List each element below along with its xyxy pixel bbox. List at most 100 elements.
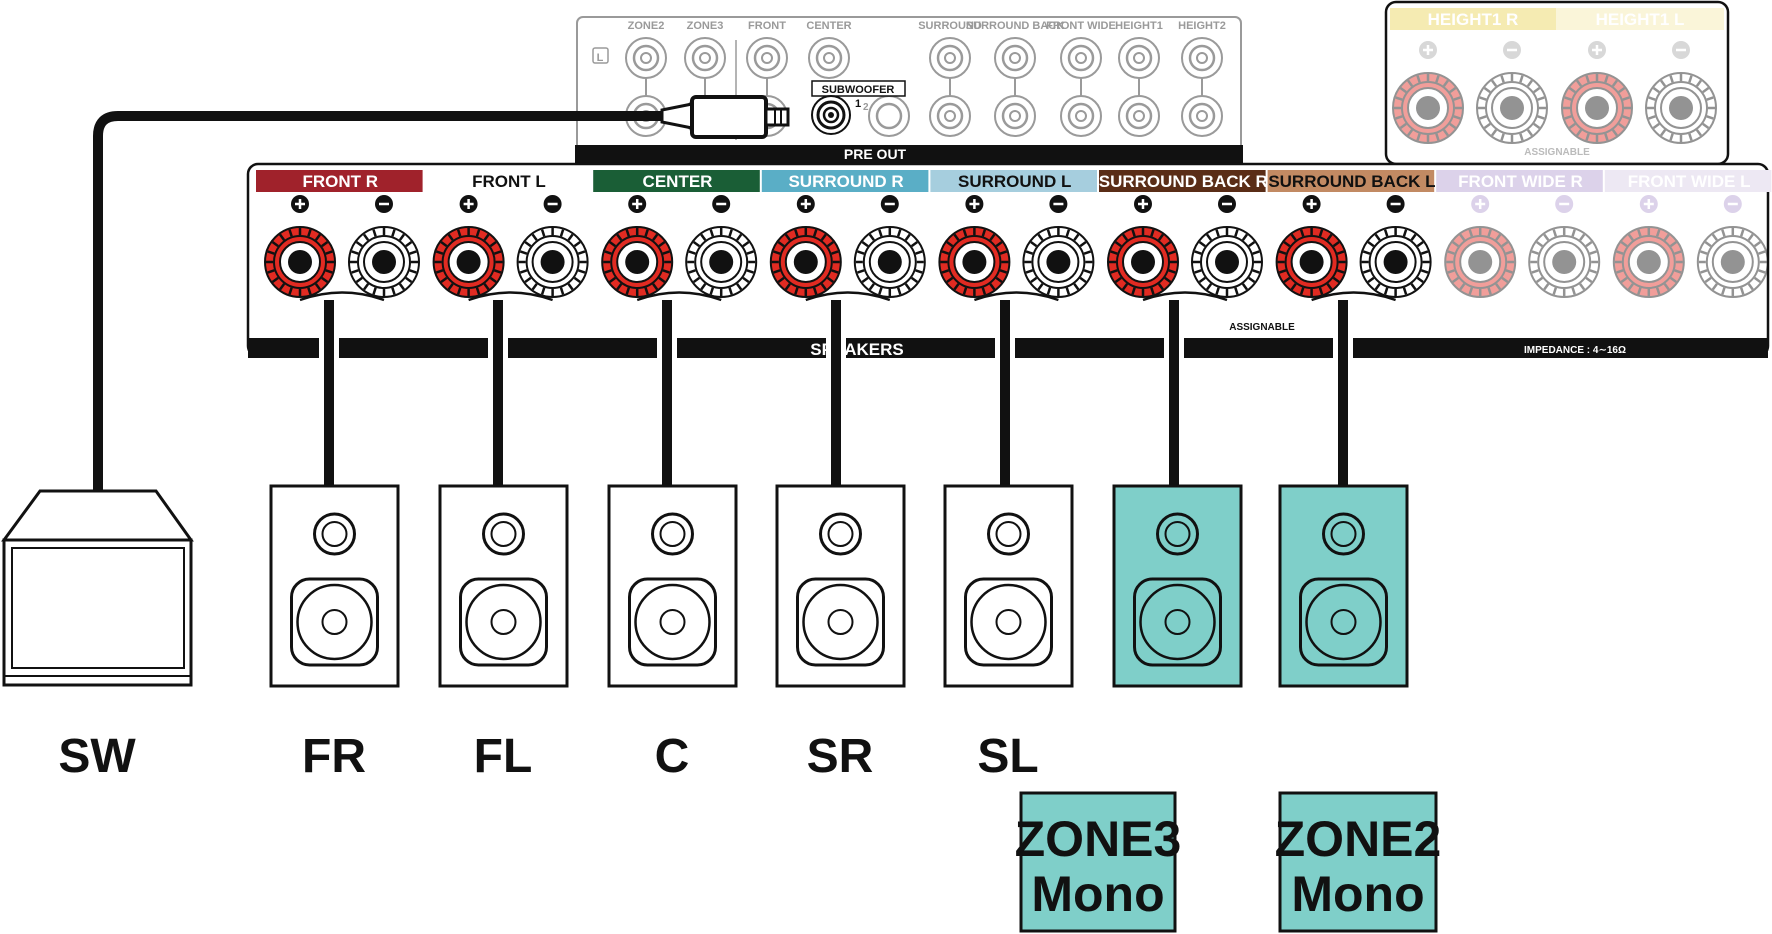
negative-terminal	[1191, 226, 1263, 298]
minus-sign-icon	[1672, 41, 1690, 59]
height1-r-label: HEIGHT1 R	[1428, 10, 1519, 29]
preout-label-front: FRONT	[748, 20, 786, 32]
negative-terminal	[1645, 72, 1717, 144]
height-terminals	[1392, 41, 1717, 144]
channel-band	[930, 170, 1097, 192]
channel-band-label: FRONT WIDE R	[1458, 172, 1583, 191]
minus-sign-icon	[1503, 41, 1521, 59]
negative-terminal	[1528, 226, 1601, 298]
preout-jack	[1060, 78, 1102, 137]
channel-band	[1436, 170, 1603, 192]
minus-sign-icon	[1218, 195, 1236, 213]
channel-band-label: SURROUND BACK R	[1099, 172, 1268, 191]
channel-band-label: CENTER	[643, 172, 713, 191]
positive-terminal	[1612, 226, 1685, 298]
channel-band	[761, 170, 929, 192]
subwoofer-number-1: 1	[855, 98, 861, 110]
channel-band-label: FRONT WIDE L	[1628, 172, 1751, 191]
negative-terminal	[516, 226, 589, 298]
plus-sign-icon	[1471, 195, 1490, 213]
positive-terminal	[1275, 226, 1348, 298]
zone2-mono-label: Mono	[1291, 866, 1424, 922]
preout-label-zone3: ZONE3	[687, 20, 724, 32]
zone2-mono-box: ZONE2 Mono	[1275, 791, 1442, 933]
channel-band	[256, 170, 423, 192]
plus-sign-icon	[1419, 41, 1437, 59]
preout-jack	[746, 37, 788, 79]
label-sr: SR	[807, 730, 874, 783]
height-panel: HEIGHT1 R HEIGHT1 L ASSIGNABLE	[1384, 0, 1730, 166]
preout-jack	[1181, 37, 1223, 79]
preout-jacks	[625, 37, 1223, 137]
preout-label-surround: SURROUND	[918, 20, 982, 32]
channel-band-label: SURROUND R	[788, 172, 903, 191]
zone3-label: ZONE3	[1015, 811, 1182, 867]
negative-terminal	[1359, 226, 1432, 298]
subwoofer-label: SUBWOOFER	[822, 84, 895, 96]
minus-sign-icon	[1555, 195, 1574, 213]
preout-label-front-wide: FRONT WIDE	[1046, 20, 1116, 32]
preout-panel: PRE OUT ZONE2 ZONE3 FRONT CENTER SURROUN…	[575, 16, 1243, 164]
minus-sign-icon	[880, 195, 899, 213]
preout-jack	[868, 95, 910, 137]
plus-sign-icon	[1302, 195, 1321, 213]
speaker-box	[943, 484, 1074, 688]
preout-jack	[1118, 37, 1160, 79]
positive-terminal	[1444, 226, 1517, 298]
preout-jack	[684, 37, 726, 79]
minus-sign-icon	[1386, 195, 1405, 213]
negative-terminal	[853, 226, 926, 298]
plus-sign-icon	[796, 195, 815, 213]
plus-sign-icon	[459, 195, 478, 213]
plus-sign-icon	[291, 195, 309, 213]
negative-terminal	[348, 226, 420, 298]
label-fl: FL	[474, 730, 533, 783]
preout-jack	[994, 37, 1036, 79]
speaker-boxes	[269, 484, 1409, 688]
speakers-assignable-label: ASSIGNABLE	[1229, 322, 1295, 333]
preout-jack	[1118, 78, 1160, 137]
plus-sign-icon	[1639, 195, 1658, 213]
channel-band	[424, 170, 592, 192]
zone2-label: ZONE2	[1275, 811, 1442, 867]
impedance-label: IMPEDANCE : 4∼16Ω	[1524, 345, 1626, 356]
height1-l-label: HEIGHT1 L	[1596, 10, 1685, 29]
minus-sign-icon	[1723, 195, 1742, 213]
label-fr: FR	[302, 730, 366, 783]
speaker-box	[1278, 484, 1409, 688]
preout-label-height1: HEIGHT1	[1115, 20, 1163, 32]
positive-terminal	[601, 226, 674, 298]
speaker-box	[1112, 484, 1243, 688]
preout-jack	[929, 37, 971, 79]
subwoofer-jack	[811, 95, 851, 135]
subwoofer-unit	[1, 489, 194, 687]
speakers-bar-label: SPEAKERS	[810, 340, 904, 359]
negative-terminal	[1022, 226, 1095, 298]
minus-sign-icon	[375, 195, 393, 213]
positive-terminal	[1561, 72, 1633, 144]
zone3-mono-label: Mono	[1031, 866, 1164, 922]
plus-sign-icon	[628, 195, 647, 213]
plus-sign-icon	[1588, 41, 1606, 59]
label-c: C	[655, 730, 690, 783]
preout-jack	[808, 37, 850, 79]
minus-sign-icon	[543, 195, 562, 213]
label-sl: SL	[977, 730, 1038, 783]
speaker-terminals	[264, 195, 1769, 302]
preout-jack	[994, 78, 1036, 137]
speaker-box	[775, 484, 906, 688]
channel-band	[593, 170, 760, 192]
positive-terminal	[769, 226, 842, 298]
channel-band	[1267, 170, 1435, 192]
negative-terminal	[1476, 72, 1548, 144]
preout-jack	[929, 78, 971, 137]
subwoofer-number-2: 2	[863, 102, 869, 113]
positive-terminal	[938, 226, 1011, 298]
negative-terminal	[1696, 226, 1769, 298]
channel-band-label: FRONT R	[303, 172, 379, 191]
speaker-cables	[319, 300, 1353, 486]
preout-jack	[1060, 37, 1102, 79]
positive-terminal	[432, 226, 505, 298]
